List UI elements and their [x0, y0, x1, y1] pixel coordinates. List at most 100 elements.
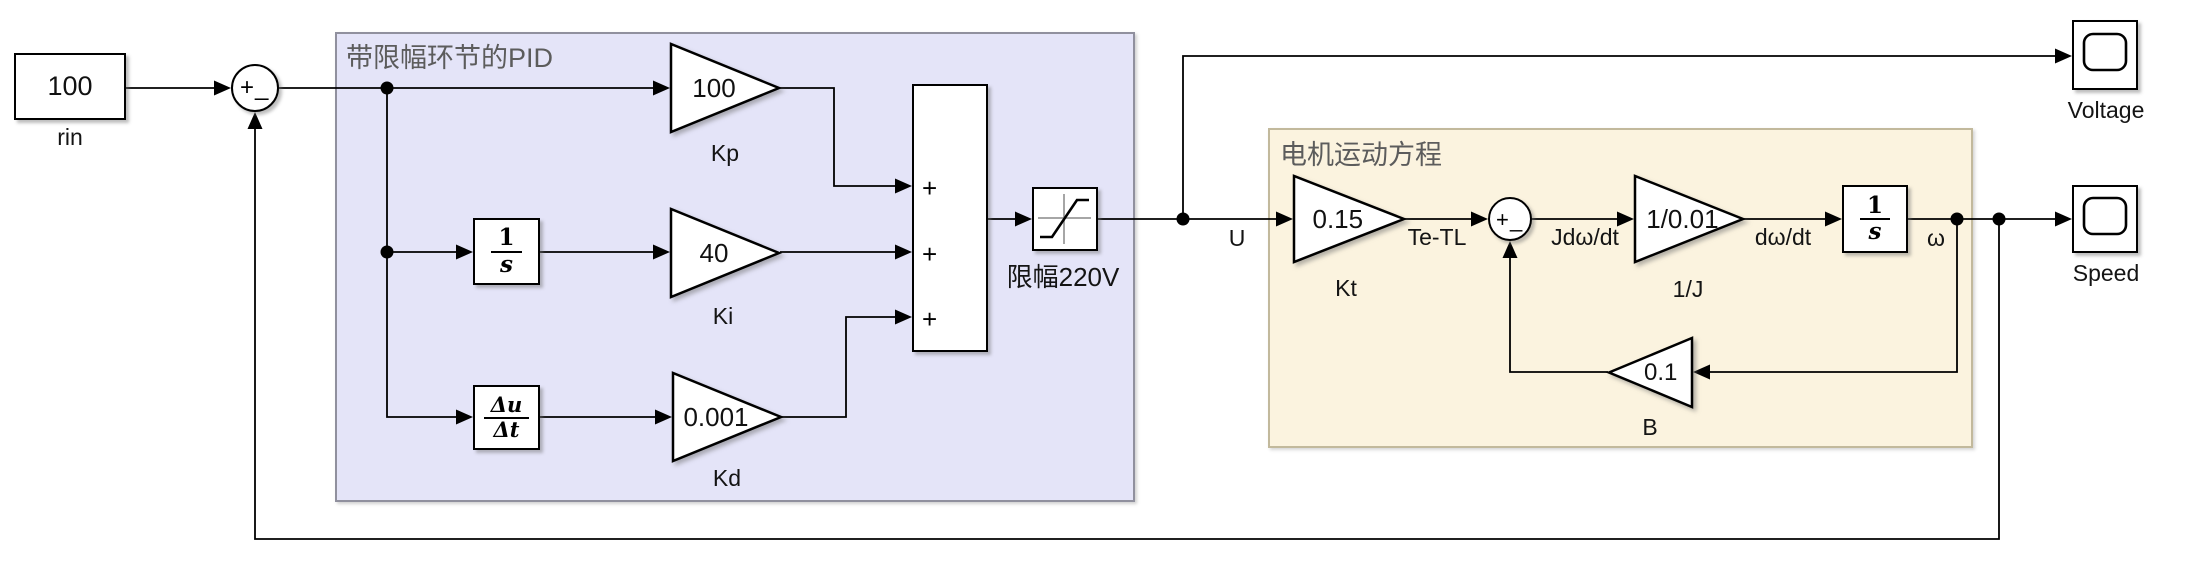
sum-minus-sign: _ [255, 74, 269, 101]
saturation-block[interactable] [1032, 187, 1098, 251]
sum-plus-sign: + [1496, 207, 1509, 232]
arrowhead [655, 409, 672, 425]
integrator-numerator: 1 [1859, 193, 1890, 220]
branch-dot [1950, 212, 1964, 226]
derivative-block[interactable]: Δu Δt [473, 385, 540, 450]
signal-label-te-tl: Te-TL [1407, 224, 1467, 250]
sum-plus-sign: + [240, 74, 255, 101]
arrowhead [1471, 211, 1488, 227]
gain-triangle [669, 207, 783, 299]
derivative-denominator: Δt [493, 416, 520, 442]
signal-label-u: U [1228, 225, 1246, 251]
gain-triangle [669, 42, 783, 134]
adder-plus-3: + [922, 304, 938, 334]
sum-junction-main[interactable]: + _ [231, 64, 279, 112]
arrowhead [895, 178, 912, 194]
gain-inv-j[interactable]: 1/0.01 [1633, 174, 1747, 264]
motor-area-title: 电机运动方程 [1280, 140, 1442, 170]
sum-minus-sign: _ [1510, 207, 1523, 232]
gain-kp-label: Kp [710, 140, 740, 166]
gain-b-value: 0.1 [1644, 358, 1678, 386]
integrator-denominator: s [500, 250, 513, 278]
signal-label-omega: ω [1927, 225, 1945, 251]
arrowhead [1502, 241, 1518, 258]
constant-value: 100 [47, 71, 93, 101]
branch-dot [1176, 212, 1190, 226]
derivative-numerator: Δu [483, 394, 530, 419]
derivative-fraction: Δu Δt [475, 387, 538, 448]
arrowhead [456, 244, 473, 260]
speed-scope-block[interactable] [2072, 185, 2138, 253]
gain-kp[interactable]: 100 [669, 42, 783, 134]
adder-block[interactable]: + + + [912, 84, 988, 352]
wire [1696, 219, 1958, 373]
wire [1509, 244, 1608, 373]
integrator-numerator: 1 [491, 226, 522, 253]
saturation-label: 限幅220V [1006, 262, 1120, 292]
arrowhead [1617, 211, 1634, 227]
gain-ki-label: Ki [712, 303, 734, 329]
scope-icon [2082, 196, 2128, 236]
adder-plus-1: + [922, 173, 938, 203]
motor-area[interactable] [1268, 128, 1973, 448]
arrowhead [895, 244, 912, 260]
voltage-scope-label: Voltage [2067, 97, 2145, 123]
gain-triangle [671, 371, 785, 463]
speed-scope-label: Speed [2072, 260, 2140, 286]
gain-inv-j-label: 1/J [1672, 276, 1704, 302]
gain-kt[interactable]: 0.15 [1292, 174, 1408, 264]
constant-block-rin[interactable]: 100 [14, 53, 126, 120]
constant-label: rin [57, 124, 83, 150]
branch-dot [1992, 212, 2006, 226]
arrowhead [247, 112, 263, 129]
signal-label-dwdt: dω/dt [1754, 224, 1812, 250]
saturation-icon [1038, 194, 1091, 244]
integrator-block-motor[interactable]: 1 s [1842, 185, 1908, 253]
branch-dot [380, 81, 394, 95]
arrowhead [2055, 48, 2072, 64]
arrowhead [1693, 364, 1710, 380]
pid-area-title: 带限幅环节的PID [346, 43, 554, 73]
scope-icon [2082, 32, 2128, 72]
signal-label-jdwdt: Jdω/dt [1551, 224, 1619, 250]
scope-screen [2082, 196, 2128, 236]
gain-kd[interactable]: 0.001 [671, 371, 785, 463]
gain-triangle [1633, 174, 1747, 264]
integrator-denominator: s [1868, 218, 1882, 245]
gain-kt-label: Kt [1335, 275, 1357, 301]
gain-triangle [1605, 336, 1694, 409]
arrowhead [895, 309, 912, 325]
gain-triangle [1292, 174, 1408, 264]
sum-junction-motor[interactable]: + _ [1488, 197, 1532, 241]
gain-kd-value: 0.001 [683, 401, 749, 432]
branch-dot [380, 245, 394, 259]
arrowhead [653, 244, 670, 260]
gain-b-label: B [1642, 414, 1658, 440]
gain-ki[interactable]: 40 [669, 207, 783, 299]
wire [1182, 55, 2069, 219]
wire [254, 115, 2000, 540]
arrowhead [1276, 211, 1293, 227]
voltage-scope-block[interactable] [2072, 20, 2138, 90]
wire [386, 88, 469, 418]
gain-inv-j-value: 1/0.01 [1646, 203, 1719, 234]
integrator-fraction: 1 s [1844, 187, 1906, 251]
adder-plus-2: + [922, 239, 938, 269]
arrowhead [2055, 211, 2072, 227]
saturation-curve [1040, 198, 1089, 239]
integrator-fraction: 1 s [475, 220, 538, 283]
arrowhead [1825, 211, 1842, 227]
arrowhead [653, 80, 670, 96]
gain-ki-value: 40 [699, 237, 729, 268]
gain-kd-label: Kd [712, 465, 742, 491]
gain-kt-value: 0.15 [1312, 203, 1364, 234]
gain-kp-value: 100 [692, 72, 736, 103]
gain-b[interactable]: 0.1 [1605, 336, 1694, 409]
arrowhead [456, 409, 473, 425]
integrator-block-pid[interactable]: 1 s [473, 218, 540, 285]
wire [780, 87, 909, 187]
arrowhead [1015, 211, 1032, 227]
wire [782, 316, 909, 418]
